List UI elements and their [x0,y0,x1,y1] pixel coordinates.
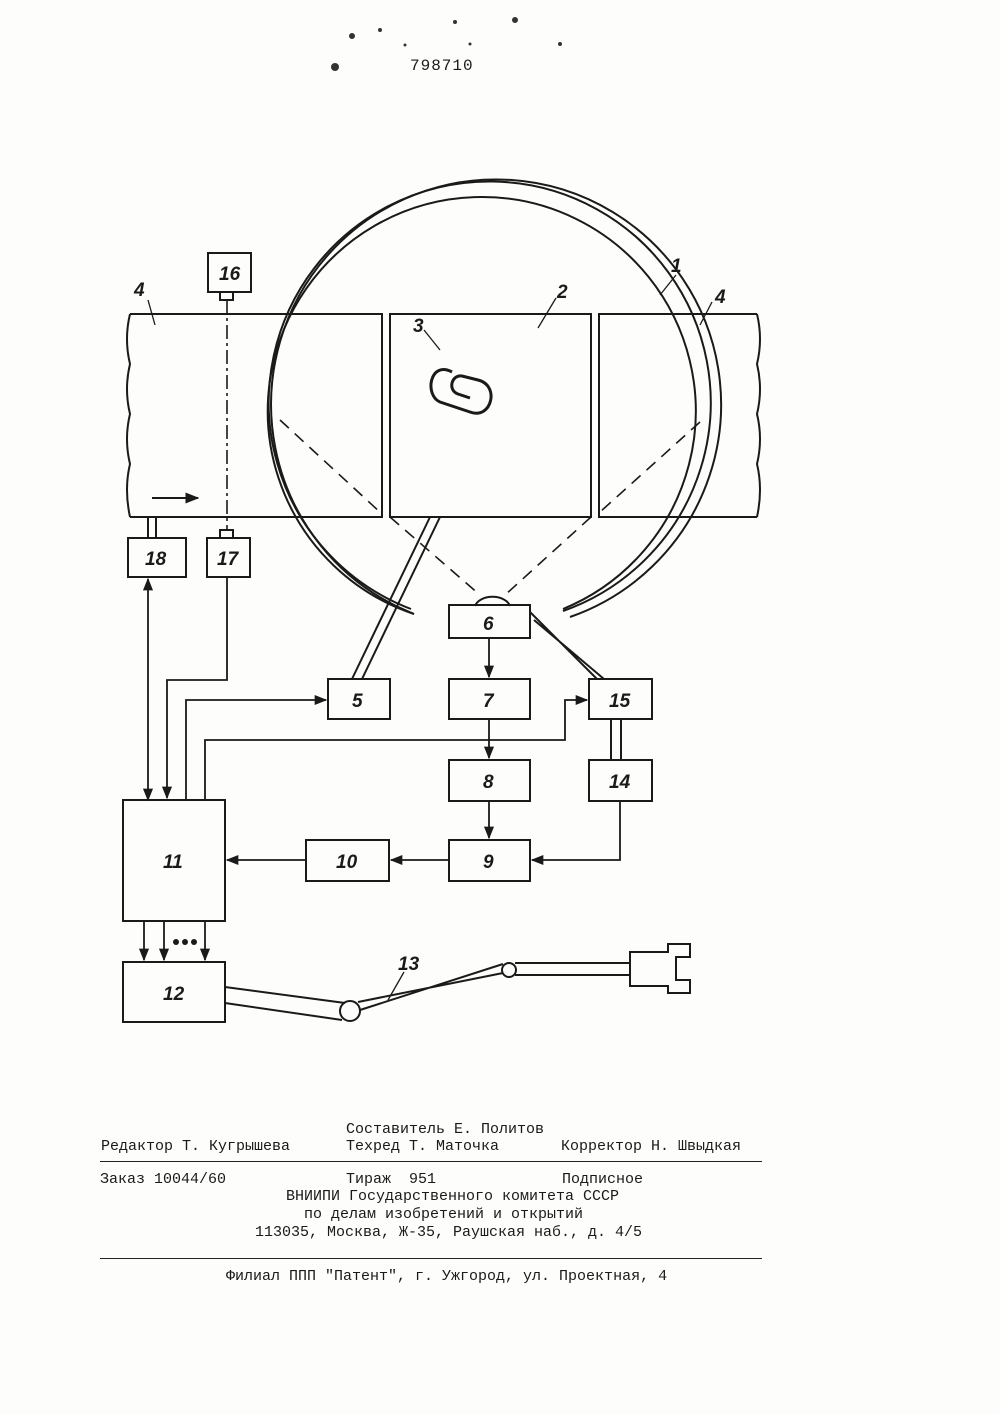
label-14: 14 [609,772,631,793]
label-8: 8 [483,772,494,793]
gripper [630,944,690,993]
branch-line: Филиал ППП "Патент", г. Ужгород, ул. Про… [226,1268,667,1285]
label-11: 11 [163,852,183,873]
conveyor-belt-right [599,314,760,517]
object-paperclip [431,370,491,414]
conveyor-belt-left [127,314,382,517]
connector-17 [220,530,233,538]
circulation-line: Тираж 951 [346,1171,436,1188]
label-18: 18 [145,549,167,570]
arm-joint-1 [340,1001,360,1021]
ribbon-6-to-15 [530,612,604,679]
label-4-left: 4 [133,280,145,301]
ribbon-to-5 [352,517,440,679]
label-12: 12 [163,984,185,1005]
label-10: 10 [336,852,358,873]
label-4-right: 4 [714,287,726,308]
label-1: 1 [671,256,682,277]
label-3: 3 [413,316,424,337]
compiler-line: Составитель Е. Политов [346,1121,544,1138]
manipulator-arm [225,963,630,1020]
signal-lines [144,577,620,960]
footer-rule-2 [100,1258,762,1259]
frame-2 [390,314,591,517]
label-15: 15 [609,691,631,712]
label-16: 16 [219,264,241,285]
editor-line: Редактор Т. Кугрышева [101,1138,290,1155]
label-13: 13 [398,954,420,975]
scan-speckles [331,17,562,71]
arm-joint-2 [502,963,516,977]
label-6: 6 [483,614,494,635]
order-line: Заказ 10044/60 [100,1171,226,1188]
subscription-line: Подписное [562,1171,643,1188]
address-line: 113035, Москва, Ж-35, Раушская наб., д. … [255,1224,642,1241]
label-5: 5 [352,691,363,712]
drum-ring-inner-arc [277,213,699,619]
techred-line: Техред Т. Маточка [346,1138,499,1155]
ellipsis-dots [173,939,197,945]
org-line-2: по делам изобретений и открытий [304,1206,583,1223]
label-2: 2 [556,282,568,303]
corrector-line: Корректор Н. Швыдкая [561,1138,741,1155]
connector-16 [220,292,233,300]
org-line-1: ВНИИПИ Государственного комитета СССР [286,1188,619,1205]
label-9: 9 [483,852,494,873]
label-17: 17 [217,549,240,570]
label-7: 7 [483,691,495,712]
footer-rule-1 [100,1161,762,1162]
